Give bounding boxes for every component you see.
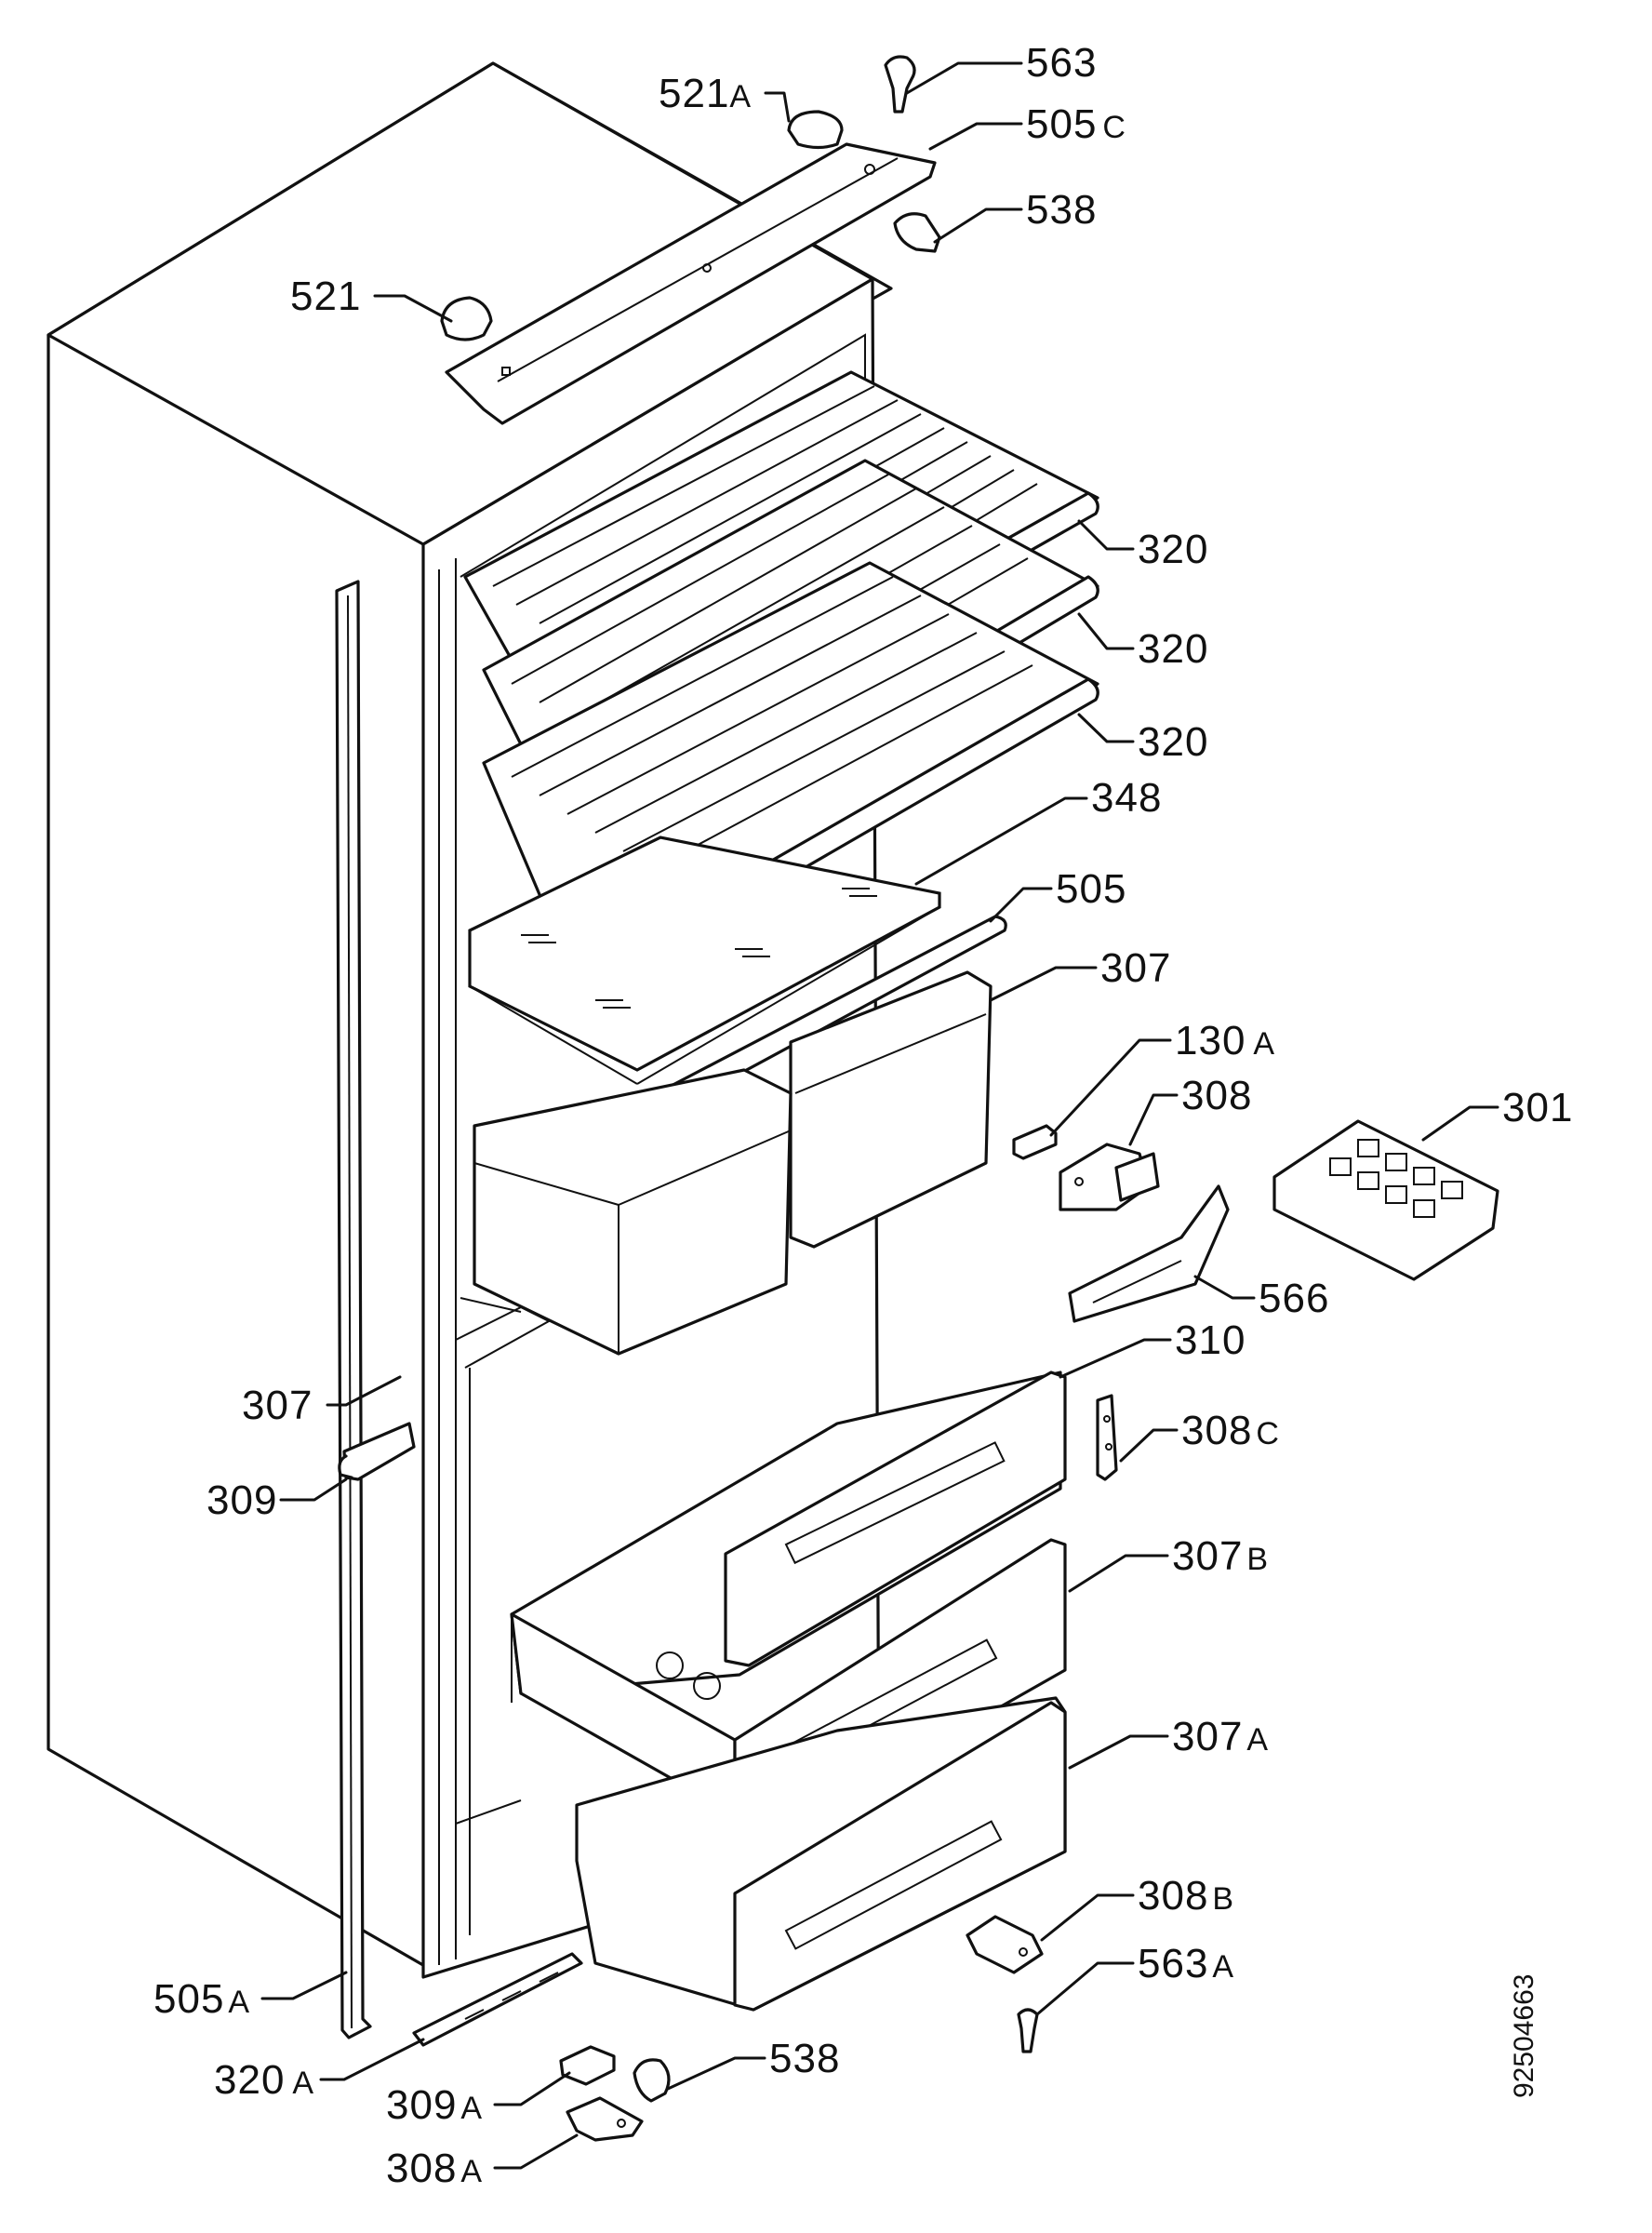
freezer-drawer-310 bbox=[510, 1371, 1067, 1816]
callout-320-2: 320 bbox=[1138, 626, 1208, 672]
leader-lines bbox=[260, 61, 1499, 2170]
hinge-538-top bbox=[893, 212, 941, 253]
cover-cap-521a bbox=[787, 110, 844, 150]
hinge-bracket-308a bbox=[566, 2096, 644, 2142]
hinge-bracket-308b bbox=[966, 1915, 1044, 1974]
pin-563 bbox=[884, 55, 916, 114]
callout-310: 310 bbox=[1175, 1317, 1246, 1363]
ice-tray-301 bbox=[1272, 1119, 1499, 1281]
hinge-538-bottom bbox=[633, 2058, 671, 2103]
door-stop-309a bbox=[559, 2045, 616, 2086]
callout-566: 566 bbox=[1259, 1276, 1329, 1321]
top-hinge-plate-505c bbox=[445, 142, 937, 425]
ice-scoop-566 bbox=[1068, 1184, 1230, 1323]
door-stop-309 bbox=[338, 1422, 416, 1481]
spacer-130a bbox=[1012, 1124, 1058, 1160]
hinge-pin-308c bbox=[1096, 1394, 1118, 1481]
callout-307-top: 307 bbox=[1100, 945, 1171, 991]
document-number: 92504663 bbox=[1509, 1974, 1539, 2098]
callout-563: 563 bbox=[1026, 40, 1097, 86]
callout-301: 301 bbox=[1502, 1085, 1573, 1130]
hinge-bracket-308 bbox=[1059, 1143, 1160, 1211]
cover-cap-521 bbox=[440, 296, 493, 341]
callout-320-1: 320 bbox=[1138, 527, 1208, 572]
crisper-bin-right-307 bbox=[789, 970, 993, 1249]
glass-plate-348 bbox=[468, 836, 941, 1085]
crisper-bin-left-307 bbox=[473, 1068, 793, 1356]
freezer-drawer-307a bbox=[575, 1696, 1067, 2012]
callout-348: 348 bbox=[1091, 775, 1162, 821]
callout-505: 505 bbox=[1056, 866, 1126, 912]
callout-309: 309 bbox=[206, 1478, 277, 1523]
callout-308: 308 bbox=[1181, 1073, 1252, 1118]
callout-521a: 521A bbox=[659, 71, 752, 116]
callout-320-3: 320 bbox=[1138, 719, 1208, 765]
screw-563a bbox=[1017, 2008, 1039, 2053]
callout-521: 521 bbox=[290, 274, 361, 319]
callout-538-bottom: 538 bbox=[769, 2036, 840, 2081]
callout-307-left: 307 bbox=[242, 1383, 313, 1428]
callout-538-top: 538 bbox=[1026, 187, 1097, 233]
